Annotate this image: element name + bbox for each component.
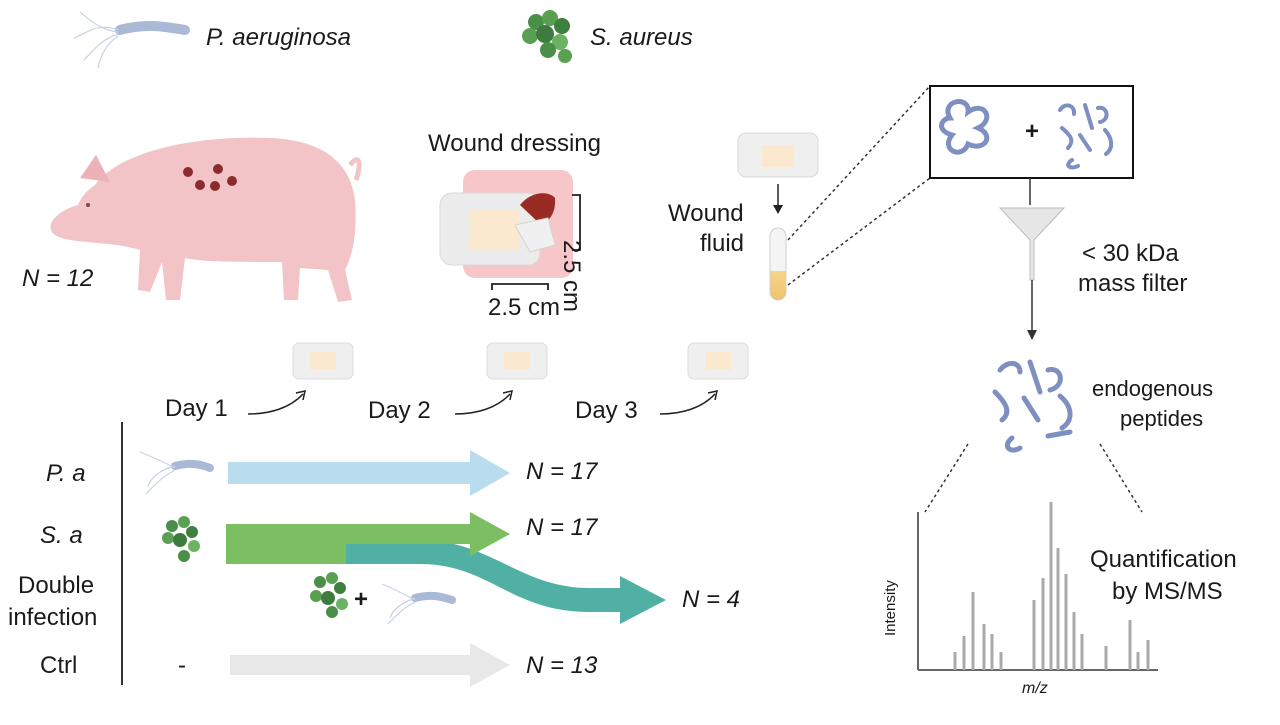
wound-fluid-label-2: fluid bbox=[700, 230, 745, 257]
group-ctrl-label: Ctrl bbox=[40, 652, 78, 679]
group-pa-label: P. a bbox=[46, 460, 86, 487]
spectrum-caption-1: Quantification bbox=[1090, 546, 1237, 573]
pig-n-label: N = 12 bbox=[22, 265, 94, 292]
dressing-dim-vertical: 2.5 cm bbox=[558, 240, 585, 313]
spectrum-xlabel: m/z bbox=[1022, 680, 1048, 697]
day-arrows bbox=[247, 390, 718, 415]
day-2-label: Day 2 bbox=[368, 397, 431, 424]
spectrum-link-left bbox=[924, 443, 969, 513]
double-infection-arrow bbox=[346, 540, 666, 624]
legend-sa-label: S. aureus bbox=[590, 24, 693, 51]
group-double-n: N = 4 bbox=[682, 586, 741, 613]
wound-dressing-illustration bbox=[439, 170, 581, 290]
double-plus: + bbox=[354, 586, 369, 613]
pa-row-icon bbox=[139, 451, 214, 495]
pa-arrow bbox=[228, 450, 510, 496]
group-sa-label: S. a bbox=[40, 522, 83, 549]
spectrum-caption-2: by MS/MS bbox=[1112, 578, 1223, 605]
s-aureus-icon bbox=[522, 10, 572, 63]
endogenous-peptides-icon bbox=[992, 359, 1073, 453]
group-double-label-1: Double bbox=[18, 572, 95, 599]
group-pa-n: N = 17 bbox=[526, 458, 598, 485]
filter-label-1: < 30 kDa bbox=[1082, 240, 1179, 267]
pig-illustration bbox=[50, 137, 362, 302]
filter-label-2: mass filter bbox=[1078, 270, 1188, 297]
ctrl-arrow bbox=[230, 643, 510, 687]
p-aeruginosa-icon bbox=[73, 11, 190, 69]
peptides-label-2: peptides bbox=[1120, 406, 1204, 431]
spectrum-link-right bbox=[1099, 443, 1143, 513]
peptide-box bbox=[929, 85, 1134, 179]
day-3-label: Day 3 bbox=[575, 397, 638, 424]
ms-spectrum bbox=[917, 502, 1158, 671]
spectrum-ylabel: Intensity bbox=[882, 580, 899, 636]
sa-row-icon bbox=[162, 516, 200, 562]
wound-dressing-title: Wound dressing bbox=[428, 130, 601, 157]
mass-filter-funnel bbox=[998, 178, 1066, 340]
group-ctrl-dash: - bbox=[178, 652, 186, 679]
fluid-extraction-illustration bbox=[737, 85, 931, 301]
dressing-dim-horizontal: 2.5 cm bbox=[488, 294, 561, 321]
double-sa-icon bbox=[310, 572, 348, 618]
group-double-label-2: infection bbox=[8, 604, 98, 631]
double-pa-icon bbox=[381, 583, 456, 625]
wound-fluid-label-1: Wound bbox=[668, 200, 744, 227]
sa-arrow bbox=[226, 512, 510, 564]
group-ctrl-n: N = 13 bbox=[526, 652, 598, 679]
day-1-label: Day 1 bbox=[165, 395, 228, 422]
box-plus: + bbox=[1025, 118, 1040, 145]
group-sa-n: N = 17 bbox=[526, 514, 598, 541]
day-dressing-icons bbox=[292, 342, 749, 380]
legend-pa-label: P. aeruginosa bbox=[206, 24, 352, 51]
peptides-label-1: endogenous bbox=[1092, 376, 1214, 401]
